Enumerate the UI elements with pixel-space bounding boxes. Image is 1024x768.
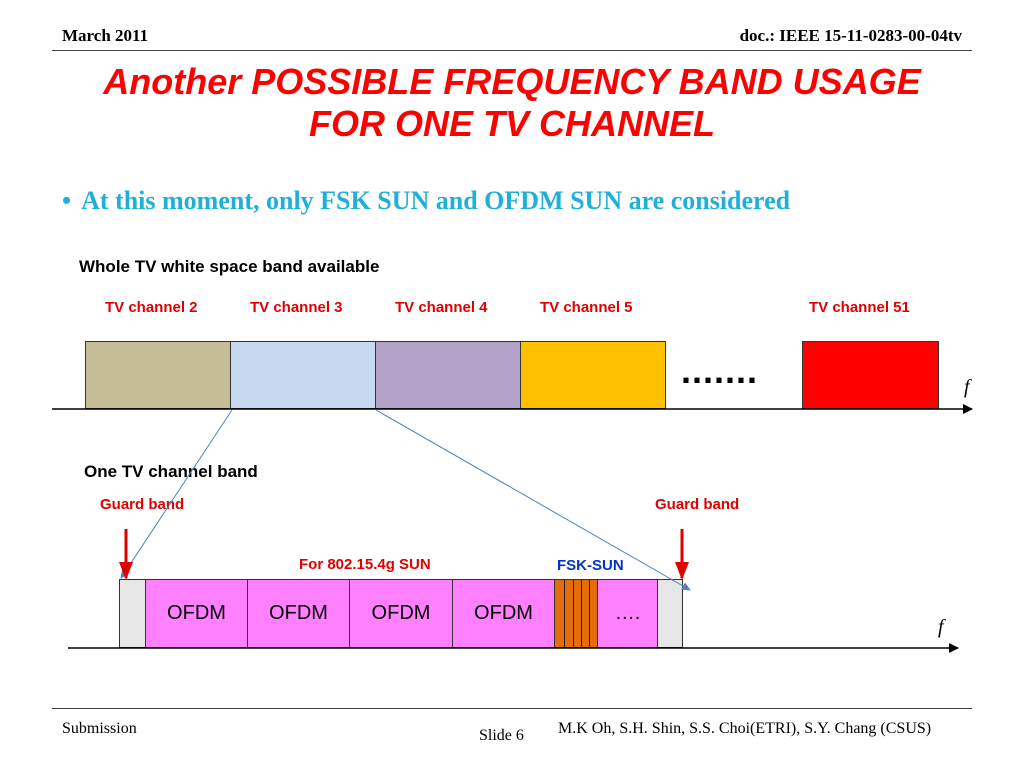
zoom-connector-right <box>375 409 691 591</box>
channel-block-4 <box>375 341 521 409</box>
bottom-frequency-label: f <box>938 616 944 638</box>
channel-label-2: TV channel 2 <box>105 299 198 316</box>
guard-band-left-label: Guard band <box>100 496 185 513</box>
whole-band-heading: Whole TV white space band available <box>79 257 380 276</box>
channel-label-4: TV channel 4 <box>395 299 488 316</box>
header-rule <box>52 50 972 51</box>
channel-block-3 <box>230 341 376 409</box>
ofdm-block-more: …. <box>597 579 658 648</box>
footer-submission: Submission <box>62 720 137 737</box>
guard-band-right-label: Guard band <box>655 496 740 513</box>
bullet-text: At this moment, only FSK SUN and OFDM SU… <box>81 186 791 215</box>
channel-block-51 <box>802 341 939 409</box>
fsk-channel-divider <box>573 580 574 647</box>
zoom-connector-left <box>120 409 233 579</box>
channel-label-3: TV channel 3 <box>250 299 343 316</box>
channel-block-2 <box>85 341 231 409</box>
footer-rule <box>52 708 972 709</box>
title-line-2: FOR ONE TV CHANNEL <box>308 103 715 144</box>
footer-slide-number: Slide 6 <box>479 727 524 744</box>
fsk-channel-divider <box>564 580 565 647</box>
bullet-point: • At this moment, only FSK SUN and OFDM S… <box>62 186 790 216</box>
guard-band-left-arrowhead <box>119 562 133 580</box>
channel-label-5: TV channel 5 <box>540 299 633 316</box>
bullet-symbol: • <box>62 186 72 215</box>
fsk-channel-divider <box>581 580 582 647</box>
one-channel-heading: One TV channel band <box>84 462 258 481</box>
header-date: March 2011 <box>62 26 149 45</box>
sun-usage-label: For 802.15.4g SUN <box>299 556 431 573</box>
ofdm-block-4: OFDM <box>452 579 555 648</box>
top-frequency-label: f <box>964 376 970 398</box>
fsk-sun-label: FSK-SUN <box>557 557 624 574</box>
ofdm-block-3: OFDM <box>349 579 453 648</box>
guard-band-right-arrowhead <box>675 562 689 580</box>
channel-label-51: TV channel 51 <box>809 299 910 316</box>
footer-authors: M.K Oh, S.H. Shin, S.S. Choi(ETRI), S.Y.… <box>558 720 932 737</box>
header-doc-id: doc.: IEEE 15-11-0283-00-04tv <box>739 26 962 45</box>
guard-band-right <box>657 579 683 648</box>
title-line-1: Another POSSIBLE FREQUENCY BAND USAGE <box>103 61 921 102</box>
channel-ellipsis: ....... <box>681 350 759 391</box>
channel-block-5 <box>520 341 666 409</box>
fsk-channel-divider <box>589 580 590 647</box>
